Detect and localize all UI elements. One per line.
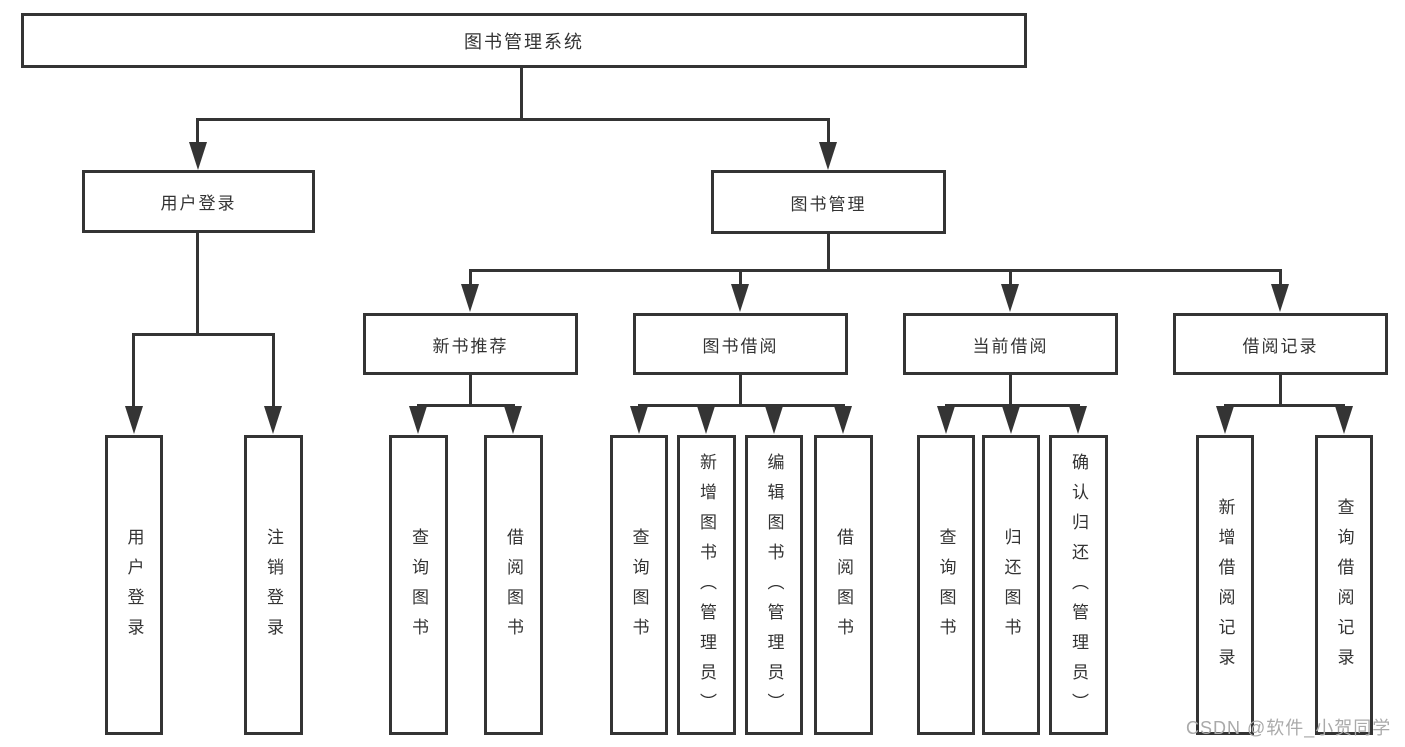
node-leaf-query-books-borrowing: 查询图书 <box>610 435 668 735</box>
arrow-down-icon <box>189 142 207 170</box>
node-new-book-recommendation: 新书推荐 <box>363 313 578 375</box>
connector-hline <box>470 269 1281 272</box>
node-root: 图书管理系统 <box>21 13 1027 68</box>
node-leaf-query-borrow-record: 查询借阅记录 <box>1315 435 1373 735</box>
node-leaf-add-books-admin: 新增图书（管理员） <box>677 435 736 735</box>
node-leaf-user-login: 用户登录 <box>105 435 163 735</box>
watermark: CSDN @软件_小贺同学 <box>1186 718 1392 738</box>
connector-vline <box>469 269 472 288</box>
connector-vline <box>469 374 472 406</box>
node-book-management: 图书管理 <box>711 170 946 234</box>
arrow-down-icon <box>819 142 837 170</box>
node-leaf-logout: 注销登录 <box>244 435 303 735</box>
node-leaf-query-books-recommend: 查询图书 <box>389 435 448 735</box>
connector-hline <box>945 404 1080 407</box>
connector-vline <box>1279 374 1282 406</box>
node-leaf-query-books-current: 查询图书 <box>917 435 975 735</box>
connector-vline <box>739 374 742 406</box>
arrow-down-icon <box>504 406 522 434</box>
arrow-down-icon <box>1069 406 1087 434</box>
arrow-down-icon <box>697 406 715 434</box>
connector-vline <box>132 333 135 409</box>
node-leaf-confirm-return-admin: 确认归还（管理员） <box>1049 435 1108 735</box>
connector-vline <box>739 269 742 288</box>
arrow-down-icon <box>1002 406 1020 434</box>
arrow-down-icon <box>630 406 648 434</box>
node-leaf-edit-books-admin: 编辑图书（管理员） <box>745 435 803 735</box>
arrow-down-icon <box>1001 284 1019 312</box>
node-leaf-borrow-books-recommend: 借阅图书 <box>484 435 543 735</box>
connector-vline <box>196 118 199 146</box>
node-leaf-borrow-books: 借阅图书 <box>814 435 873 735</box>
connector-vline <box>827 233 830 271</box>
node-user-login: 用户登录 <box>82 170 315 233</box>
connector-vline <box>1009 269 1012 288</box>
arrow-down-icon <box>409 406 427 434</box>
node-borrowing-records: 借阅记录 <box>1173 313 1388 375</box>
arrow-down-icon <box>765 406 783 434</box>
connector-hline <box>417 404 515 407</box>
node-leaf-return-books: 归还图书 <box>982 435 1040 735</box>
node-book-borrowing: 图书借阅 <box>633 313 848 375</box>
node-leaf-add-borrow-record: 新增借阅记录 <box>1196 435 1254 735</box>
arrow-down-icon <box>731 284 749 312</box>
connector-vline <box>827 118 830 146</box>
connector-hline <box>638 404 845 407</box>
connector-vline <box>272 333 275 409</box>
arrow-down-icon <box>125 406 143 434</box>
connector-hline <box>197 118 830 121</box>
connector-hline <box>1224 404 1345 407</box>
arrow-down-icon <box>461 284 479 312</box>
arrow-down-icon <box>834 406 852 434</box>
arrow-down-icon <box>264 406 282 434</box>
arrow-down-icon <box>1216 406 1234 434</box>
connector-vline <box>196 232 199 335</box>
connector-vline <box>1279 269 1282 288</box>
connector-hline <box>133 333 274 336</box>
arrow-down-icon <box>1335 406 1353 434</box>
arrow-down-icon <box>937 406 955 434</box>
node-current-borrowing: 当前借阅 <box>903 313 1118 375</box>
arrow-down-icon <box>1271 284 1289 312</box>
connector-vline <box>520 67 523 120</box>
connector-vline <box>1009 374 1012 406</box>
